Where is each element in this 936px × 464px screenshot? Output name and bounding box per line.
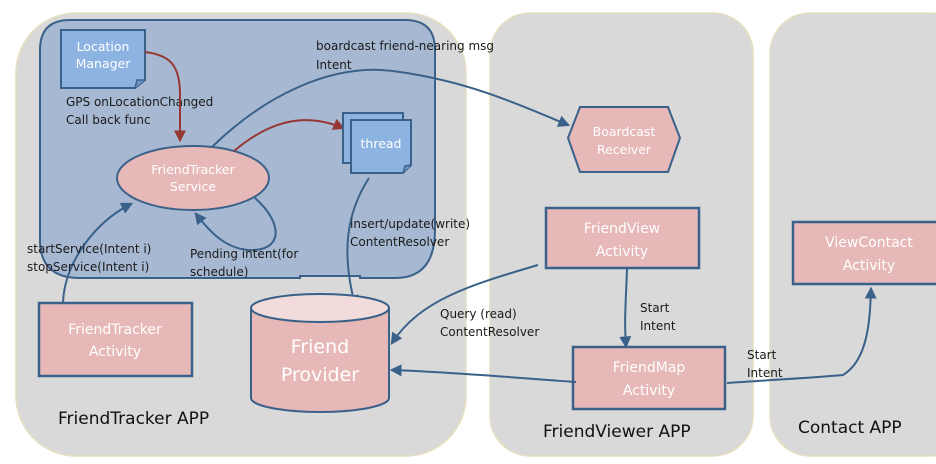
viewcontact-activity-label-1: ViewContact bbox=[825, 235, 913, 251]
friendviewer-app-title: FriendViewer APP bbox=[543, 422, 691, 442]
start-service-label-2: stopService(Intent i) bbox=[27, 260, 149, 274]
arrow-broadcast-intent bbox=[211, 68, 571, 148]
friendtracker-activity-node[interactable]: FriendTracker Activity bbox=[37, 301, 194, 378]
arrow-start-service bbox=[62, 202, 134, 303]
friendview-activity-node[interactable]: FriendView Activity bbox=[544, 206, 701, 270]
pending-intent-label-1: Pending intent(for bbox=[190, 247, 298, 261]
thread-label: thread bbox=[361, 136, 402, 151]
viewcontact-activity-node[interactable]: ViewContact Activity bbox=[791, 220, 936, 286]
start-intent-1-label-2: Intent bbox=[640, 319, 676, 333]
friendview-activity-label-1: FriendView bbox=[584, 221, 660, 237]
query-label-2: ContentResolver bbox=[440, 325, 539, 339]
gps-callback-label-2: Call back func bbox=[66, 113, 151, 127]
viewcontact-activity-label-2: Activity bbox=[843, 258, 895, 274]
friendmap-activity-label-1: FriendMap bbox=[613, 360, 686, 376]
friendview-activity-label-2: Activity bbox=[596, 244, 648, 260]
start-intent-2-label-1: Start bbox=[747, 348, 777, 362]
friendmap-activity-node[interactable]: FriendMap Activity bbox=[571, 345, 727, 411]
start-intent-2-label-2: Intent bbox=[747, 366, 783, 380]
friend-provider-label-2: Provider bbox=[281, 364, 359, 386]
query-label-1: Query (read) bbox=[440, 307, 517, 321]
arrow-location-to-service bbox=[144, 51, 186, 143]
insert-update-label-1: insert/update(write) bbox=[350, 217, 470, 231]
friendmap-activity-label-2: Activity bbox=[623, 383, 675, 399]
arrow-friendmap-to-provider bbox=[389, 364, 577, 383]
broadcast-receiver-label-2: Receiver bbox=[597, 142, 652, 157]
start-intent-1-label-1: Start bbox=[640, 301, 670, 315]
arrow-insert-update bbox=[346, 177, 370, 308]
broadcast-label-2: Intent bbox=[316, 58, 352, 72]
contact-app-title: Contact APP bbox=[798, 418, 902, 438]
friendtracker-service-label-1: FriendTracker bbox=[151, 162, 235, 177]
friendtracker-service-label-2: Service bbox=[170, 179, 217, 194]
friendtracker-service-node[interactable]: FriendTracker Service bbox=[116, 145, 270, 211]
friendtracker-app-title: FriendTracker APP bbox=[58, 409, 209, 429]
friend-provider-node[interactable]: Friend Provider bbox=[250, 293, 390, 413]
arrow-pending-intent-loop bbox=[194, 197, 277, 252]
thread-node[interactable]: thread bbox=[342, 112, 412, 174]
location-manager-label-1: Location bbox=[77, 39, 130, 54]
arrow-service-to-thread bbox=[233, 118, 346, 152]
arrow-start-intent-friendmap bbox=[619, 268, 632, 349]
arrow-query-read bbox=[390, 264, 539, 346]
location-manager-node[interactable]: Location Manager bbox=[60, 29, 146, 89]
friendtracker-activity-label-2: Activity bbox=[89, 344, 141, 360]
broadcast-receiver-label-1: Boardcast bbox=[593, 124, 656, 139]
friend-provider-label-1: Friend bbox=[291, 336, 349, 358]
arrow-start-intent-viewcontact bbox=[726, 286, 877, 384]
friendtracker-activity-label-1: FriendTracker bbox=[68, 322, 162, 338]
broadcast-receiver-node[interactable]: Boardcast Receiver bbox=[566, 106, 682, 173]
broadcast-label-1: boardcast friend-nearing msg bbox=[316, 39, 494, 53]
insert-update-label-2: ContentResolver bbox=[350, 235, 449, 249]
start-service-label-1: startService(Intent i) bbox=[27, 242, 151, 256]
location-manager-label-2: Manager bbox=[76, 56, 132, 71]
gps-callback-label-1: GPS onLocationChanged bbox=[66, 95, 213, 109]
pending-intent-label-2: schedule) bbox=[190, 265, 248, 279]
